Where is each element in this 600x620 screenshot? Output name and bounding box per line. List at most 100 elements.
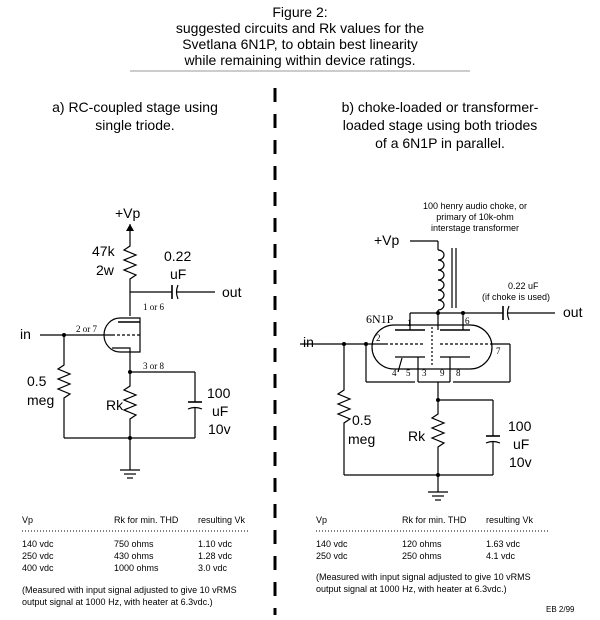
table-row: 250 vdc 430 ohms 1.28 vdc xyxy=(22,550,262,562)
left-grid-resistor-value: 0.5 xyxy=(27,373,47,389)
left-bypass-cap-voltage: 10v xyxy=(208,421,231,437)
pin-label: 2 xyxy=(376,333,381,343)
signature-label: EB 2/99 xyxy=(546,605,575,614)
table-cell: 400 vdc xyxy=(22,563,54,573)
table-row: 140 vdc 120 ohms 1.63 vdc xyxy=(316,538,556,550)
table-cell: 1000 ohms xyxy=(114,563,159,573)
left-tube-envelope xyxy=(103,317,141,353)
left-heading: a) RC-coupled stage using single triode. xyxy=(30,98,240,134)
right-grid-resistor-value: 0.5 xyxy=(352,412,372,428)
table-cell: 140 vdc xyxy=(316,539,348,549)
pin-label: 4 xyxy=(392,368,397,378)
left-plate-resistor xyxy=(122,240,138,292)
right-results-table: Vp Rk for min. THD resulting Vk 140 vdc … xyxy=(316,514,556,562)
table-header-cell: resulting Vk xyxy=(198,515,246,525)
left-coupling-cap-unit: uF xyxy=(170,266,187,282)
pin-label: 6 xyxy=(465,316,470,326)
left-cathode-resistor xyxy=(122,372,138,438)
table-cell: 250 ohms xyxy=(402,551,442,561)
right-measurement-note: (Measured with input signal adjusted to … xyxy=(316,571,531,595)
right-input-label: in xyxy=(303,334,314,350)
title-line-1: Figure 2: xyxy=(272,4,328,20)
pin-label: 1 xyxy=(407,318,412,328)
left-heading-line-1: a) RC-coupled stage using xyxy=(52,99,218,115)
left-supply-label: +Vp xyxy=(115,205,141,221)
table-row: 400 vdc 1000 ohms 3.0 vdc xyxy=(22,562,262,574)
table-cell: 3.0 vdc xyxy=(198,563,228,573)
table-cell: 4.1 vdc xyxy=(486,551,516,561)
title-line-3: Svetlana 6N1P, to obtain best linearity xyxy=(182,36,418,52)
pin-label: 7 xyxy=(496,346,501,356)
left-plate-resistor-watt: 2w xyxy=(96,262,114,278)
figure-title: Figure 2: suggested circuits and Rk valu… xyxy=(0,4,600,68)
table-header-row: Vp Rk for min. THD resulting Vk xyxy=(22,514,262,526)
tube-type-label: 6N1P xyxy=(366,312,394,326)
right-bypass-cap-unit: uF xyxy=(513,436,530,452)
pin-label: 5 xyxy=(406,368,411,378)
choke-description: 100 henry audio choke, or primary of 10k… xyxy=(400,201,550,234)
table-cell: 250 vdc xyxy=(22,551,54,561)
right-note-line-2: output signal at 1000 Hz, with heater at… xyxy=(316,584,507,594)
table-cell: 430 ohms xyxy=(114,551,154,561)
left-note-line-2: output signal at 1000 Hz, with heater at… xyxy=(22,597,213,607)
table-cell: 140 vdc xyxy=(22,539,54,549)
left-pin-cathode: 3 or 8 xyxy=(143,361,164,371)
table-cell: 1.10 vdc xyxy=(198,539,233,549)
title-line-4: while remaining within device ratings. xyxy=(184,52,416,68)
right-heading: b) choke-loaded or transformer- loaded s… xyxy=(300,98,580,152)
table-header-row: Vp Rk for min. THD resulting Vk xyxy=(316,514,556,526)
left-heading-line-2: single triode. xyxy=(95,117,175,133)
right-plate-node xyxy=(436,311,440,315)
right-coupling-cap-note: (if choke is used) xyxy=(482,292,551,302)
left-circuit xyxy=(40,224,215,479)
left-plate-resistor-value: 47k xyxy=(92,243,115,259)
table-cell: 250 vdc xyxy=(316,551,348,561)
table-cell: 1.63 vdc xyxy=(486,539,521,549)
right-coupling-cap-value: 0.22 uF xyxy=(508,281,539,291)
right-cathode-resistor xyxy=(430,400,446,475)
choke-line-3: interstage transformer xyxy=(430,223,520,233)
choke-line-1: 100 henry audio choke, or xyxy=(422,201,528,211)
table-cell: 120 ohms xyxy=(402,539,442,549)
pin-label: 8 xyxy=(456,368,461,378)
left-cathode-resistor-label: Rk xyxy=(106,397,124,413)
right-grid-resistor-unit: meg xyxy=(348,431,376,447)
right-bypass-cap-plate-b xyxy=(485,440,501,444)
table-header-cell: resulting Vk xyxy=(486,515,534,525)
table-header-cell: Rk for min. THD xyxy=(402,515,467,525)
right-output-label: out xyxy=(563,304,583,320)
right-heading-line-3: of a 6N1P in parallel. xyxy=(375,135,505,151)
left-grid-resistor-unit: meg xyxy=(27,392,55,408)
left-pin-grid: 2 or 7 xyxy=(76,324,97,334)
right-heading-line-1: b) choke-loaded or transformer- xyxy=(341,99,539,115)
pin-label: 3 xyxy=(422,368,427,378)
table-cell: 1.28 vdc xyxy=(198,551,233,561)
left-measurement-note: (Measured with input signal adjusted to … xyxy=(22,584,237,608)
left-coupling-cap-value: 0.22 xyxy=(164,248,192,264)
right-tube-envelope xyxy=(371,324,493,370)
choke-line-2: primary of 10k-ohm xyxy=(436,212,514,222)
left-input-label: in xyxy=(20,326,31,342)
table-row: 250 vdc 250 ohms 4.1 vdc xyxy=(316,550,556,562)
left-bypass-cap-unit: uF xyxy=(212,403,229,419)
table-cell: 750 ohms xyxy=(114,539,154,549)
left-tube-cathode xyxy=(112,347,131,356)
right-heater-stub xyxy=(397,357,403,373)
table-header-cell: Vp xyxy=(22,515,34,525)
left-results-table: Vp Rk for min. THD resulting Vk 140 vdc … xyxy=(22,514,262,574)
right-circuit xyxy=(300,240,555,501)
right-grid-resistor xyxy=(336,344,352,475)
left-bypass-cap-plate-b xyxy=(187,406,203,410)
left-bypass-cap-value: 100 xyxy=(207,385,231,401)
right-bypass-cap-voltage: 10v xyxy=(509,454,532,470)
right-plate-node-2 xyxy=(461,311,465,315)
right-cathode-resistor-label: Rk xyxy=(408,428,426,444)
pin-label: 9 xyxy=(440,368,445,378)
right-heading-line-2: loaded stage using both triodes xyxy=(342,117,538,133)
left-note-line-1: (Measured with input signal adjusted to … xyxy=(22,585,237,595)
right-supply-label: +Vp xyxy=(374,232,400,248)
table-header-cell: Rk for min. THD xyxy=(114,515,179,525)
left-grid-resistor xyxy=(56,335,72,438)
title-line-2: suggested circuits and Rk values for the xyxy=(175,20,425,36)
right-note-line-1: (Measured with input signal adjusted to … xyxy=(316,572,531,582)
